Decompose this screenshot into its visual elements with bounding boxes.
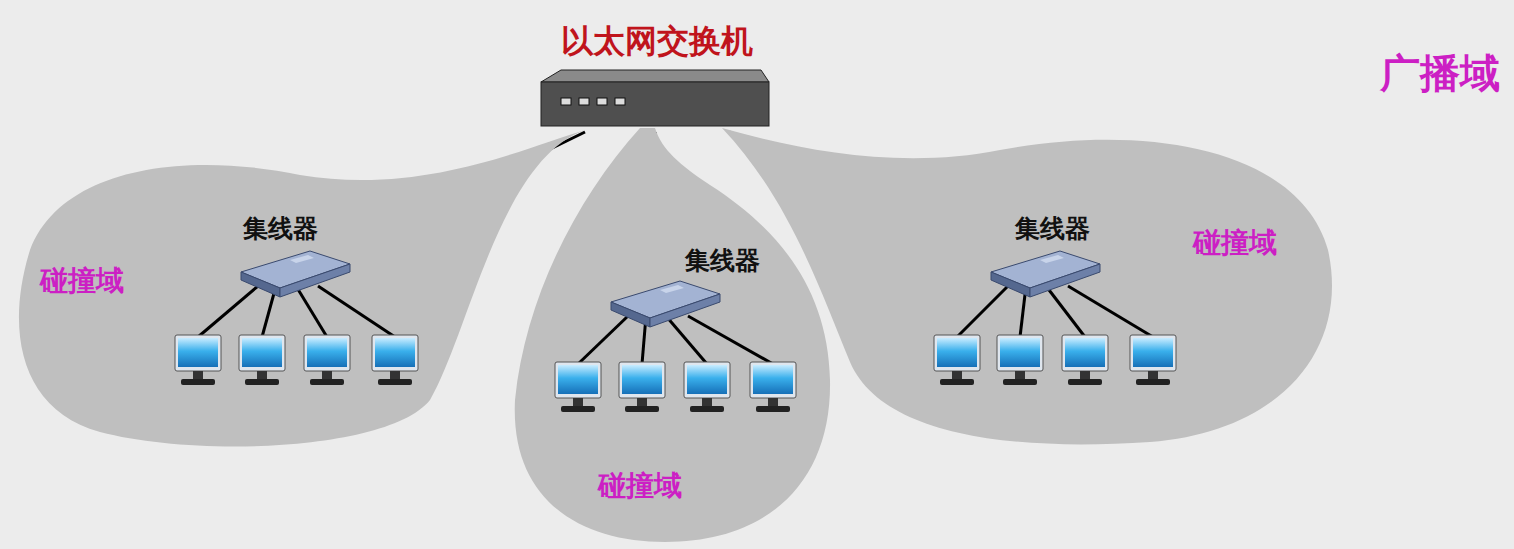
collision-domain-label: 碰撞域: [598, 467, 682, 505]
collision-domain: 碰撞域 集线器: [710, 115, 1340, 455]
broadcast-domain-label: 广播域: [1380, 46, 1500, 101]
collision-domain-label: 碰撞域: [40, 262, 124, 300]
hub-icon: [990, 250, 1102, 300]
hub: 集线器: [605, 240, 780, 330]
hub-icon: [610, 280, 722, 330]
collision-domain-label: 碰撞域: [1193, 224, 1277, 262]
ethernet-switch: 以太网交换机: [530, 20, 784, 132]
hub-label: 集线器: [243, 212, 318, 245]
switch-icon: [539, 68, 771, 128]
hub-label: 集线器: [1015, 212, 1090, 245]
hub-label: 集线器: [685, 244, 760, 277]
hub: 集线器: [985, 212, 1110, 302]
collision-domain: 碰撞域 集线器: [5, 120, 600, 460]
switch-title: 以太网交换机: [530, 20, 784, 64]
hub: 集线器: [238, 212, 353, 300]
hub-icon: [240, 250, 352, 300]
